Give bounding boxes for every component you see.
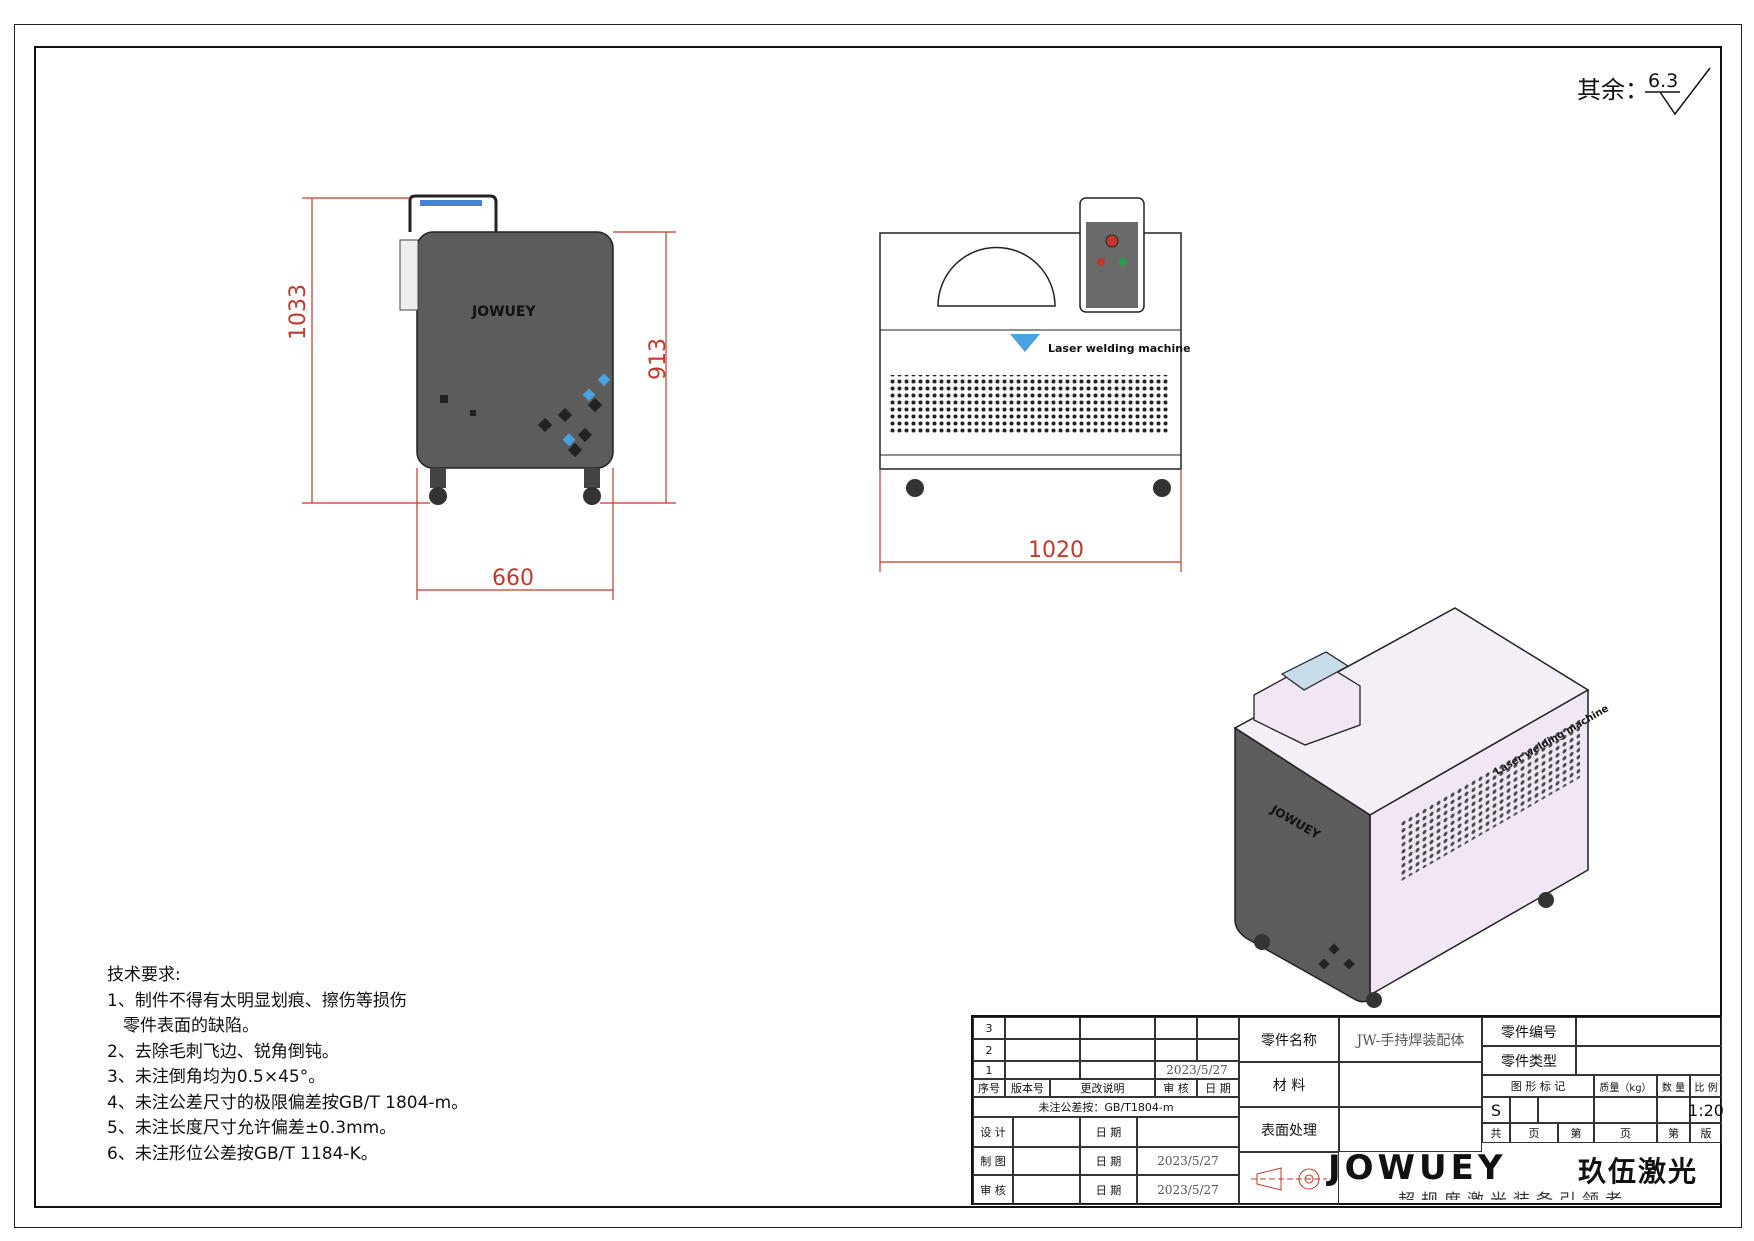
- qty-label: 数 量: [1657, 1075, 1690, 1097]
- header-review: 审 核: [1155, 1079, 1197, 1097]
- roughness-label: 其余：: [1577, 76, 1649, 104]
- header-version: 版本号: [1005, 1079, 1050, 1097]
- page-label: 页: [1510, 1123, 1558, 1143]
- dim-width-side: 660: [492, 566, 534, 591]
- date-label: 日 期: [1080, 1175, 1137, 1205]
- version-label: 第: [1657, 1123, 1690, 1143]
- header-change: 更改说明: [1050, 1079, 1155, 1097]
- part-name: JW-手持焊装配体: [1339, 1017, 1482, 1062]
- note-item: 5、未注长度尺寸允许偏差±0.3mm。: [107, 1118, 397, 1138]
- side-view: JOWUEY: [302, 194, 676, 600]
- notes-title: 技术要求:: [107, 965, 181, 985]
- title-block: 3 2 1 2023/5/27 序号 版本号 更改说明 审 核 日 期 未注公差…: [971, 1015, 1724, 1205]
- roughness-symbol: [1645, 67, 1711, 116]
- projection-symbol-icon: [1239, 1152, 1339, 1205]
- rev-row-num: 1: [973, 1061, 1005, 1079]
- mass-label: 质量（kg）: [1594, 1075, 1657, 1097]
- draw-label: 制 图: [973, 1147, 1013, 1175]
- svg-text:JOWUEY: JOWUEY: [471, 304, 536, 320]
- part-type-label: 零件类型: [1482, 1046, 1576, 1075]
- note-item: 零件表面的缺陷。: [123, 1016, 259, 1036]
- version-suffix: 版: [1690, 1123, 1722, 1143]
- dim-width-front: 1020: [1028, 538, 1084, 563]
- date-label: 日 期: [1080, 1117, 1137, 1147]
- note-item: 3、未注倒角均为0.5×45°。: [107, 1067, 326, 1087]
- dim-height-body: 913: [646, 338, 671, 380]
- dim-height-total: 1033: [286, 284, 311, 340]
- note-item: 4、未注公差尺寸的极限偏差按GB/T 1804-m。: [107, 1092, 469, 1113]
- note-item: 1、制件不得有太明显划痕、擦伤等损伤: [107, 990, 407, 1011]
- drawing-inner-frame: [34, 46, 1722, 1208]
- rev-date: 2023/5/27: [1155, 1061, 1239, 1079]
- technical-requirements: 技术要求: 1、制件不得有太明显划痕、擦伤等损伤 零件表面的缺陷。 2、去除毛刺…: [107, 963, 468, 1167]
- roughness-value: 6.3: [1648, 70, 1679, 92]
- note-item: 2、去除毛刺飞边、锐角倒钝。: [107, 1041, 339, 1062]
- drawing-outer-frame: [14, 24, 1742, 1228]
- mark-label: 图 形 标 记: [1482, 1075, 1594, 1097]
- rev-row-num: 2: [973, 1039, 1005, 1061]
- isometric-view: JOWUEY Laser welding machine: [1233, 607, 1611, 1008]
- rev-row-num: 3: [973, 1017, 1005, 1039]
- company-slogan: 超规度激光装备引领者: [1398, 1186, 1628, 1200]
- mark-value: S: [1482, 1097, 1510, 1123]
- check-label: 审 核: [973, 1175, 1013, 1205]
- surface-label: 表面处理: [1239, 1107, 1339, 1152]
- company-logo-en: JOWUEY: [1328, 1148, 1507, 1188]
- front-view: Laser welding machine: [879, 197, 1191, 572]
- header-date: 日 期: [1197, 1079, 1239, 1097]
- header-seq: 序号: [973, 1079, 1005, 1097]
- date-check: 2023/5/27: [1137, 1175, 1239, 1205]
- tolerance-note: 未注公差按：GB/T1804-m: [973, 1097, 1239, 1117]
- part-no-label: 零件编号: [1482, 1017, 1576, 1046]
- scale-value: 1:20: [1688, 1097, 1724, 1123]
- company-logo-cn: 玖伍激光: [1578, 1155, 1699, 1188]
- design-label: 设 计: [973, 1117, 1013, 1147]
- svg-text:Laser welding machine: Laser welding machine: [1048, 342, 1191, 355]
- material-label: 材 料: [1239, 1062, 1339, 1107]
- total-label: 共: [1482, 1123, 1510, 1143]
- nth-label: 第: [1558, 1123, 1594, 1143]
- part-name-label: 零件名称: [1239, 1017, 1339, 1062]
- date-label: 日 期: [1080, 1147, 1137, 1175]
- scale-label: 比 例: [1690, 1075, 1722, 1097]
- note-item: 6、未注形位公差按GB/T 1184-K。: [107, 1143, 378, 1164]
- date-draw: 2023/5/27: [1137, 1147, 1239, 1175]
- nth-page-label: 页: [1594, 1123, 1657, 1143]
